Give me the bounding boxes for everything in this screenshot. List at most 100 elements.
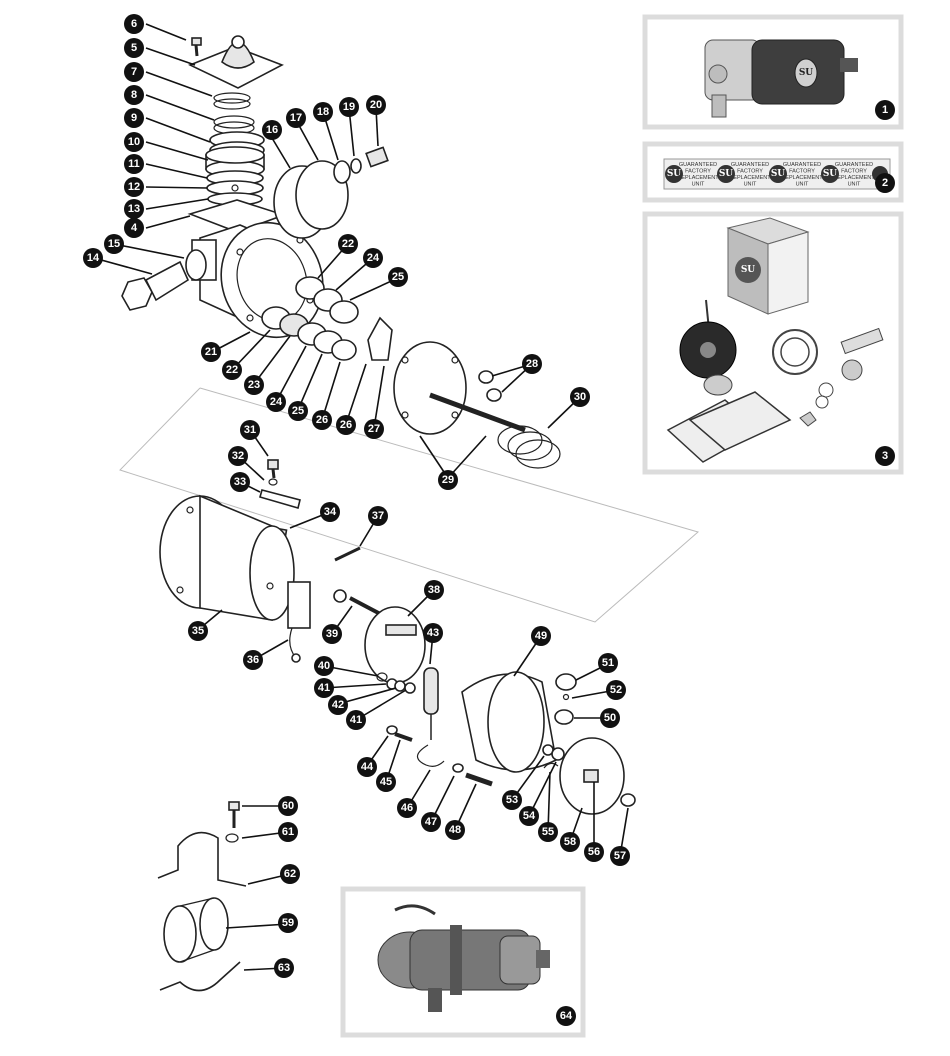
svg-text:40: 40 xyxy=(318,660,330,672)
sticker-logo-text: SU xyxy=(719,169,733,179)
svg-text:34: 34 xyxy=(324,506,337,518)
callout-1: 1 xyxy=(875,100,895,120)
svg-text:35: 35 xyxy=(192,625,204,637)
callout-2: 2 xyxy=(875,173,895,193)
svg-text:33: 33 xyxy=(234,476,246,488)
svg-text:43: 43 xyxy=(427,627,439,639)
sticker-text-line: GUARANTEED xyxy=(679,162,717,168)
kit-box: SU xyxy=(726,217,810,315)
part-45-screw xyxy=(394,732,413,742)
callout-19: 19 xyxy=(339,97,359,117)
callout-21: 21 xyxy=(201,342,221,362)
callout-39: 39 xyxy=(322,624,342,644)
part-47-washer xyxy=(452,763,464,773)
svg-text:7: 7 xyxy=(131,66,137,78)
sticker-text-line: UNIT xyxy=(848,182,861,188)
part-38-pedestal xyxy=(364,606,426,684)
callout-52: 52 xyxy=(606,680,626,700)
sticker-logo-badge xyxy=(769,165,787,183)
svg-text:28: 28 xyxy=(526,358,538,370)
svg-text:19: 19 xyxy=(343,101,355,113)
callout-61: 61 xyxy=(278,822,298,842)
callout-12: 12 xyxy=(124,177,144,197)
part-27-clamp-plate xyxy=(367,316,393,361)
sticker-text-line: FACTORY xyxy=(789,169,815,175)
callout-8: 8 xyxy=(124,85,144,105)
callout-62: 62 xyxy=(280,864,300,884)
callout-55: 55 xyxy=(538,822,558,842)
svg-text:64: 64 xyxy=(560,1010,573,1022)
svg-text:12: 12 xyxy=(128,181,140,193)
callout-54: 54 xyxy=(519,806,539,826)
callout-23: 23 xyxy=(244,375,264,395)
callout-58: 58 xyxy=(560,832,580,852)
svg-text:26: 26 xyxy=(340,419,352,431)
sticker-text-line: UNIT xyxy=(796,182,809,188)
svg-text:9: 9 xyxy=(131,112,137,124)
kit-gaskets xyxy=(666,327,884,463)
sticker-text-line: UNIT xyxy=(744,182,757,188)
svg-text:54: 54 xyxy=(523,810,536,822)
callout-44: 44 xyxy=(357,757,377,777)
callout-60: 60 xyxy=(278,796,298,816)
body-assembly xyxy=(121,35,561,469)
svg-text:16: 16 xyxy=(266,124,278,136)
part-31-screw xyxy=(267,459,279,470)
callout-30: 30 xyxy=(570,387,590,407)
panel-complete-pump: SU xyxy=(642,14,904,130)
svg-text:63: 63 xyxy=(278,962,290,974)
callout-24-bottom: 24 xyxy=(266,392,286,412)
sticker-text-line: GUARANTEED xyxy=(783,162,821,168)
part-15-washer xyxy=(185,249,207,281)
callout-40: 40 xyxy=(314,656,334,676)
sticker-text-line: REPLACEMENT xyxy=(729,175,771,181)
svg-text:22: 22 xyxy=(342,238,354,250)
callout-13: 13 xyxy=(124,199,144,219)
part-46-wire xyxy=(416,744,445,767)
pump-photo-64 xyxy=(377,904,550,1012)
svg-text:25: 25 xyxy=(392,271,404,283)
part-43-cylinder xyxy=(423,667,439,740)
callout-35: 35 xyxy=(188,621,208,641)
sticker-logo-badge xyxy=(665,165,683,183)
callout-28: 28 xyxy=(522,354,542,374)
svg-text:1: 1 xyxy=(882,104,888,116)
svg-text:49: 49 xyxy=(535,630,547,642)
callout-53: 53 xyxy=(502,790,522,810)
part-42-washer xyxy=(394,680,406,692)
callout-50: 50 xyxy=(600,708,620,728)
panel-sticker-strip: SUGUARANTEEDFACTORYREPLACEMENTUNITSUGUAR… xyxy=(642,141,904,203)
callout-4: 4 xyxy=(124,218,144,238)
svg-text:59: 59 xyxy=(282,917,294,929)
assembly-guide-line xyxy=(119,387,700,623)
svg-text:15: 15 xyxy=(108,238,120,250)
coil-assembly xyxy=(159,459,636,815)
part-36-contact-blade xyxy=(287,581,311,663)
callout-badges: 1 2 3 4 5 6 7 8 9 10 11 12 13 14 15 16 1… xyxy=(83,14,895,1026)
svg-text:3: 3 xyxy=(882,450,888,462)
callout-5: 5 xyxy=(124,38,144,58)
svg-text:38: 38 xyxy=(428,584,440,596)
svg-text:22: 22 xyxy=(226,364,238,376)
sticker-text-line: FACTORY xyxy=(737,169,763,175)
callout-11: 11 xyxy=(124,154,144,174)
svg-text:18: 18 xyxy=(317,106,329,118)
callout-33: 33 xyxy=(230,472,250,492)
callout-51: 51 xyxy=(598,653,618,673)
svg-text:31: 31 xyxy=(244,424,256,436)
svg-text:5: 5 xyxy=(131,42,137,54)
part-60-bolt xyxy=(228,801,240,811)
callout-56: 56 xyxy=(584,842,604,862)
svg-text:24: 24 xyxy=(367,252,380,264)
part-62-clamp-upper xyxy=(157,831,247,887)
callout-43: 43 xyxy=(423,623,443,643)
callout-26-b: 26 xyxy=(336,415,356,435)
svg-text:14: 14 xyxy=(87,252,100,264)
callout-38: 38 xyxy=(424,580,444,600)
part-14-union xyxy=(121,260,190,311)
sticker-logo-text: SU xyxy=(771,169,785,179)
callout-47: 47 xyxy=(421,812,441,832)
part-32-washer xyxy=(268,478,278,486)
